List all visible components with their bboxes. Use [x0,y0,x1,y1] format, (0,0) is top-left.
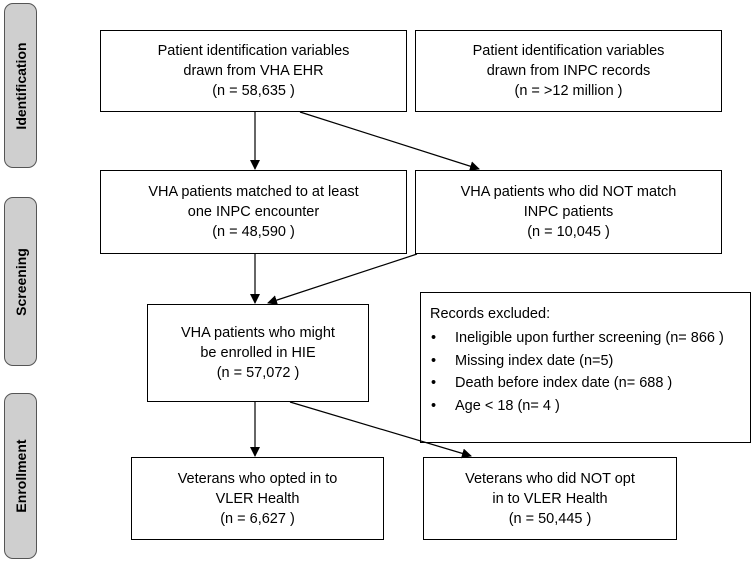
arrow-not-matched-to-might-enroll [267,253,418,305]
box-count: (n = >12 million ) [514,83,623,99]
excluded-item: Ineligible upon further screening (n= 86… [430,327,740,350]
box-count: (n = 58,635 ) [212,83,295,99]
arrow-might-enroll-to-not-opted [289,401,472,459]
excluded-item: Death before index date (n= 688 ) [430,372,740,395]
box-opted-in: Veterans who opted in to VLER Health (n … [131,457,384,540]
box-line: drawn from VHA EHR [183,63,324,79]
box-count: (n = 48,590 ) [212,224,295,240]
box-line: Patient identification variables [157,43,350,59]
phase-screening: Screening [4,197,37,366]
box-matched: VHA patients matched to at least one INP… [100,170,407,254]
box-might-enroll: VHA patients who might be enrolled in HI… [147,304,369,402]
box-count: (n = 57,072 ) [216,365,300,381]
records-excluded-list: Ineligible upon further screening (n= 86… [430,327,740,417]
excluded-item: Missing index date (n=5) [430,350,740,373]
excluded-item: Age < 18 (n= 4 ) [430,395,740,418]
box-line: VHA patients matched to at least [148,184,359,200]
box-line: Veterans who did NOT opt [465,470,635,487]
box-inpc: Patient identification variables drawn f… [415,30,722,112]
box-line: Veterans who opted in to [177,470,338,487]
box-line: VLER Health [215,490,300,507]
phase-enrollment: Enrollment [4,393,37,559]
box-not-opted: Veterans who did NOT opt in to VLER Heal… [423,457,677,540]
box-line: Patient identification variables [472,43,665,59]
box-line: be enrolled in HIE [200,345,316,361]
box-count: (n = 6,627 ) [220,510,295,527]
records-excluded-title: Records excluded: [430,306,551,322]
box-line: drawn from INPC records [486,63,651,79]
box-line: one INPC encounter [187,204,320,220]
box-line: VHA patients who did NOT match [460,184,677,200]
box-line: in to VLER Health [492,490,608,507]
phase-identification: Identification [4,3,37,168]
box-not-matched: VHA patients who did NOT match INPC pati… [415,170,722,254]
box-line: VHA patients who might [181,325,335,341]
arrow-ehr-to-not-matched [299,111,480,172]
box-vha-ehr: Patient identification variables drawn f… [100,30,407,112]
box-count: (n = 10,045 ) [527,224,610,240]
box-count: (n = 50,445 ) [508,510,592,527]
records-excluded-box: Records excluded: Ineligible upon furthe… [420,292,751,443]
box-line: INPC patients [523,204,614,220]
